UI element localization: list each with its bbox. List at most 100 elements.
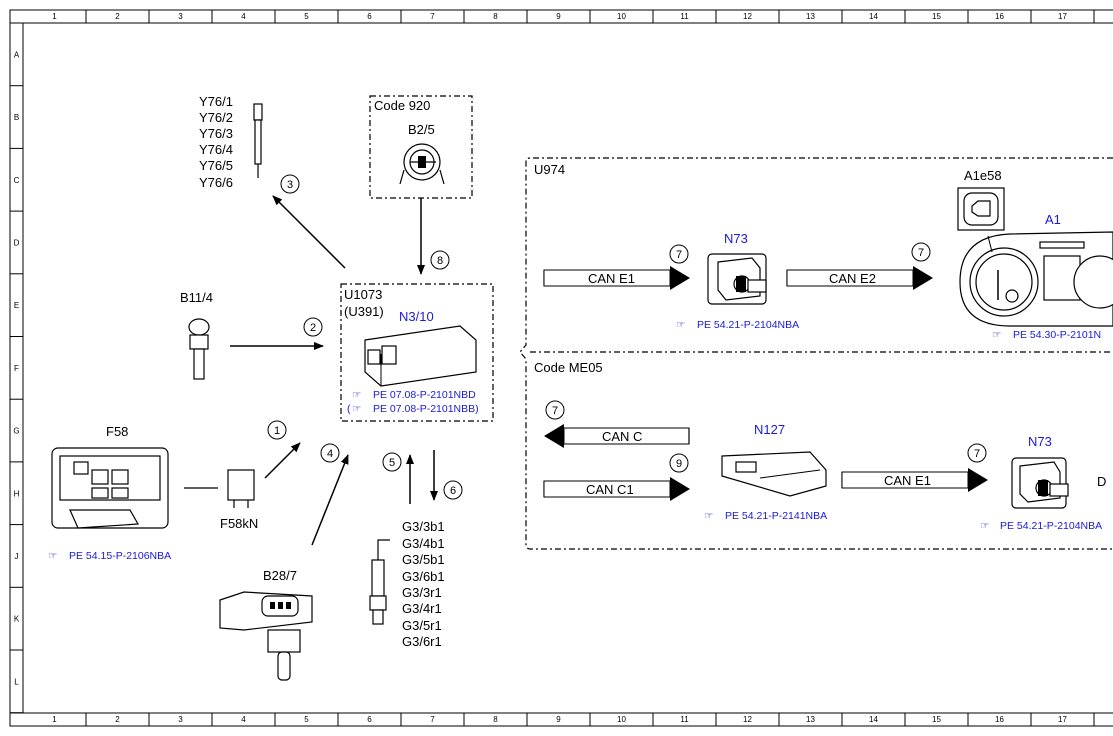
n127-ref[interactable]: PE 54.21-P-2141NBA <box>725 510 827 522</box>
relay-icon <box>227 469 255 508</box>
grid-column-label: 3 <box>178 12 183 21</box>
grid-column-label: 16 <box>995 715 1004 724</box>
grid-row-label: F <box>14 364 19 373</box>
fuel-sensor-icon <box>399 143 445 185</box>
circle-7a: 7 <box>669 244 689 264</box>
n73-bottom-ref[interactable]: PE 54.21-P-2104NBA <box>1000 520 1102 532</box>
grid-column-label: 7 <box>430 715 435 724</box>
svg-text:8: 8 <box>437 255 443 267</box>
svg-text:7: 7 <box>974 448 980 460</box>
svg-text:1: 1 <box>274 425 280 437</box>
code920-label: Code 920 <box>374 98 430 113</box>
grid-column-label: 5 <box>304 715 309 724</box>
grid-column-label: 12 <box>743 12 752 21</box>
grid-column-label: 10 <box>617 715 626 724</box>
grid-column-label: 11 <box>680 715 689 724</box>
glow-plug-label: Y76/5 <box>199 158 233 173</box>
can-c-label: CAN C <box>602 429 642 444</box>
can-e2-bus: CAN E2 <box>786 266 933 290</box>
grid-row-label: J <box>15 552 19 561</box>
grid-column-label: 8 <box>493 12 498 21</box>
a1-ref[interactable]: PE 54.30-P-2101N <box>1013 329 1101 341</box>
grid-column-label: 1 <box>52 715 57 724</box>
n73-top-label: N73 <box>724 231 748 246</box>
arrow-3 <box>272 195 346 269</box>
grid-column-label: 6 <box>367 12 372 21</box>
svg-text:4: 4 <box>327 448 333 460</box>
grid-column-label: 11 <box>680 12 689 21</box>
grid-row-label: G <box>13 427 19 436</box>
u1073-label: U1073 <box>344 287 382 302</box>
temperature-sensor-icon <box>188 318 210 380</box>
grid-column-label: 4 <box>241 715 246 724</box>
svg-text:7: 7 <box>918 247 924 259</box>
circle-4: 4 <box>320 443 340 463</box>
ref-icon: ☞ <box>352 389 361 401</box>
grid-column-label: 14 <box>869 12 878 21</box>
grid-column-label: 14 <box>869 715 878 724</box>
glow-plug-label: Y76/3 <box>199 126 233 141</box>
arrow-4 <box>311 454 349 546</box>
circle-7d: 7 <box>967 443 987 463</box>
n3-10-label: N3/10 <box>399 309 434 324</box>
powertrain-control-unit-icon <box>721 451 827 497</box>
grid-row-label: E <box>14 301 19 310</box>
n73-top-ref[interactable]: PE 54.21-P-2104NBA <box>697 319 799 331</box>
can-e1-bottom-bus: CAN E1 <box>841 468 988 492</box>
grid-column-label: 3 <box>178 715 183 724</box>
grid-column-label: 6 <box>367 715 372 724</box>
grid-row-label: B <box>14 113 19 122</box>
grid-column-label: 15 <box>932 12 941 21</box>
f58kn-label: F58kN <box>220 516 258 531</box>
svg-text:7: 7 <box>552 405 558 417</box>
n3-10-ref-1[interactable]: PE 07.08-P-2101NBD <box>373 389 476 401</box>
u974-label: U974 <box>534 162 565 177</box>
oxygen-sensor-label: G3/3b1 <box>402 519 445 534</box>
can-e1-bottom-label: CAN E1 <box>884 473 931 488</box>
ref-icon: ☞ <box>352 403 361 415</box>
ignition-switch-icon <box>707 253 767 305</box>
grid-row-label: A <box>14 50 20 59</box>
b11-4-label: B11/4 <box>180 290 213 305</box>
b2-5-label: B2/5 <box>408 122 435 137</box>
circle-9: 9 <box>669 453 689 473</box>
can-c1-label: CAN C1 <box>586 482 634 497</box>
b28-7-label: B28/7 <box>263 568 297 583</box>
glow-plug-label: Y76/1 <box>199 94 233 109</box>
oxygen-sensor-label: G3/4r1 <box>402 601 442 616</box>
n3-10-ref-2[interactable]: PE 07.08-P-2101NBB) <box>373 403 479 415</box>
grid-column-label: 15 <box>932 715 941 724</box>
grid-column-label: 16 <box>995 12 1004 21</box>
engine-control-unit-icon <box>364 325 477 387</box>
instrument-cluster-icon <box>959 231 1113 327</box>
grid-row-label: K <box>14 615 20 624</box>
right-region-bracket <box>519 157 1113 550</box>
ref-icon: ☞ <box>48 550 57 562</box>
ref-icon: ☞ <box>992 329 1001 341</box>
oxygen-sensor-label: G3/6b1 <box>402 569 445 584</box>
a1-label: A1 <box>1045 212 1061 227</box>
code-me05-label: Code ME05 <box>534 360 603 375</box>
ref-icon: ☞ <box>704 510 713 522</box>
circle-8: 8 <box>430 250 450 270</box>
n73-bottom-label: N73 <box>1028 434 1052 449</box>
grid-row-label: L <box>14 677 19 686</box>
grid-column-label: 2 <box>115 12 120 21</box>
grid-column-label: 1 <box>52 12 57 21</box>
grid-column-label: 17 <box>1058 715 1067 724</box>
can-c1-bus: CAN C1 <box>543 477 690 501</box>
can-e2-label: CAN E2 <box>829 271 876 286</box>
f58-ref[interactable]: PE 54.15-P-2106NBA <box>69 550 171 562</box>
grid-column-label: 5 <box>304 12 309 21</box>
n127-label: N127 <box>754 422 785 437</box>
circle-2: 2 <box>303 317 323 337</box>
engine-warning-lamp-icon <box>957 187 1005 231</box>
fuse-box-icon <box>51 447 169 529</box>
oxygen-sensor-label: G3/5b1 <box>402 552 445 567</box>
circle-1: 1 <box>267 420 287 440</box>
grid-column-label: 17 <box>1058 12 1067 21</box>
oxygen-sensor-icon <box>369 539 390 625</box>
oxygen-sensor-labels: G3/3b1 G3/4b1 G3/5b1 G3/6b1 G3/3r1 G3/4r… <box>402 519 445 649</box>
svg-text:6: 6 <box>450 485 456 497</box>
